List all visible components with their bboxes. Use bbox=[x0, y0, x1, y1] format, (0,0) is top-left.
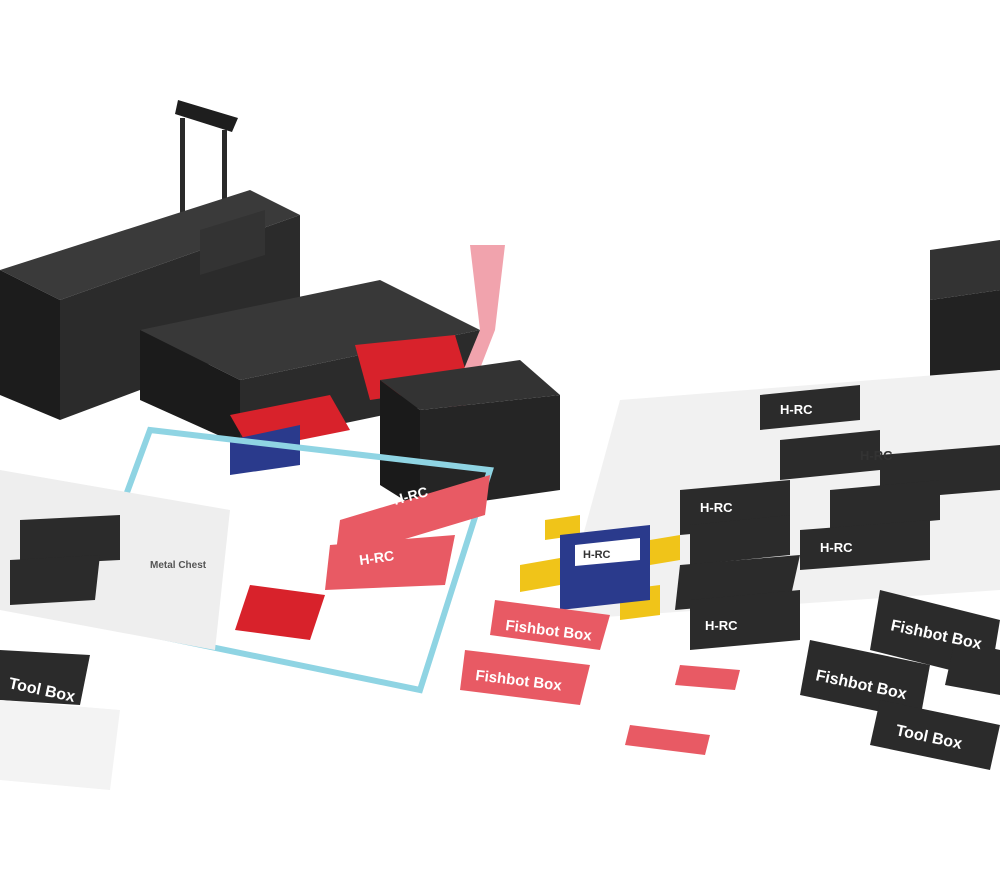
hrc-label-5: H-RC bbox=[700, 500, 733, 515]
fishbot-stickers-red: Fishbot Box Fishbot Box bbox=[460, 600, 740, 755]
toolbox-sticker-left: Tool Box bbox=[0, 650, 90, 706]
sticker-panel-bottom bbox=[0, 700, 120, 790]
pink-strap bbox=[445, 245, 505, 420]
fishbot-stickers-dark: Fishbot Box Fishbot Box Tool Box bbox=[800, 590, 1000, 770]
small-case bbox=[230, 395, 350, 475]
sticker-panel-left: Metal Chest bbox=[0, 470, 230, 650]
yellow-sticker-block: H-RC bbox=[520, 515, 680, 620]
hrc-label-8: H-RC bbox=[583, 549, 611, 561]
hrc-label-2: H-RC bbox=[358, 547, 395, 568]
metal-chest-label: Metal Chest bbox=[150, 560, 207, 571]
hrc-label-4: H-RC bbox=[860, 448, 893, 463]
right-case bbox=[930, 240, 1000, 380]
hrc-label-6: H-RC bbox=[820, 540, 853, 555]
hrc-label-3: H-RC bbox=[780, 402, 813, 417]
hrc-label-7: H-RC bbox=[705, 618, 738, 633]
trolley-handle-icon bbox=[175, 100, 238, 230]
trolley-case bbox=[0, 190, 300, 420]
tall-case bbox=[380, 360, 560, 510]
